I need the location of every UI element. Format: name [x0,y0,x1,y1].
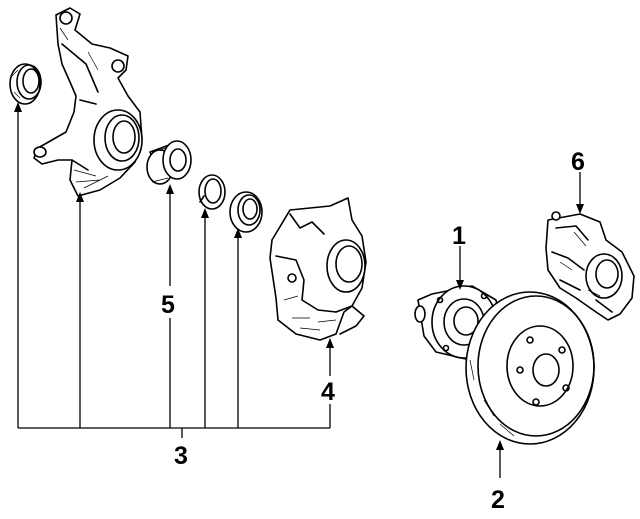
callout-1: 1 [452,222,466,250]
wheel-bearing [146,140,192,185]
leader-lines [14,102,584,478]
brake-caliper [545,211,635,321]
inner-seal [229,191,263,233]
callout-3: 3 [174,442,188,470]
callout-5: 5 [161,291,175,319]
steering-knuckle [33,7,143,197]
callout-4: 4 [321,378,335,406]
splash-shield [269,197,367,341]
callout-6: 6 [571,148,585,176]
grease-seal-left [9,63,42,105]
snap-ring [198,174,226,210]
brake-rotor [465,291,595,445]
callout-2: 2 [491,486,505,514]
